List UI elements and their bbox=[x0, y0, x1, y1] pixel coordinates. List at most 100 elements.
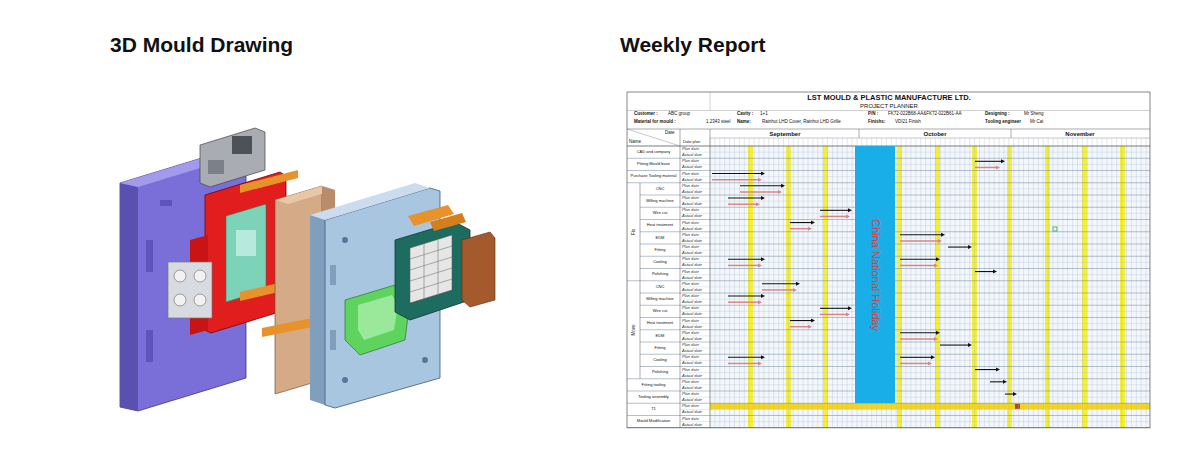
day-line bbox=[910, 138, 911, 428]
actual-arrow bbox=[712, 179, 759, 181]
actual-label: Actual date bbox=[682, 361, 702, 365]
plate-slot bbox=[330, 330, 336, 350]
day-line bbox=[1087, 138, 1088, 428]
field-label: Finishs: bbox=[868, 120, 885, 125]
field-value: FK72-022B68-AA&FK72-022B61-AA bbox=[888, 112, 962, 117]
arrow-head bbox=[811, 221, 815, 225]
field-value: 1.2343 steel bbox=[706, 120, 731, 125]
arrow-head bbox=[936, 257, 940, 261]
arrow-head bbox=[781, 184, 785, 188]
plate-hole bbox=[342, 237, 348, 243]
row-line bbox=[680, 299, 1150, 300]
day-line bbox=[744, 138, 745, 428]
row-line bbox=[640, 354, 1150, 355]
plan-arrow bbox=[900, 259, 937, 260]
actual-label: Actual date bbox=[682, 239, 702, 243]
day-line bbox=[1004, 138, 1005, 428]
back-plate-side bbox=[120, 183, 138, 411]
actual-label: Actual date bbox=[682, 423, 702, 427]
holiday-text: China National Holiday bbox=[870, 219, 881, 331]
plan-arrow bbox=[820, 308, 849, 309]
month-line bbox=[859, 129, 860, 138]
arrow-head bbox=[931, 355, 935, 359]
arrow-head bbox=[846, 214, 850, 218]
task-name: Heat treatment bbox=[641, 220, 679, 232]
day-line bbox=[920, 138, 921, 428]
task-name: EDM bbox=[641, 232, 679, 244]
insert-detail bbox=[236, 230, 256, 256]
day-line bbox=[1131, 138, 1132, 428]
valve-cluster bbox=[168, 262, 212, 318]
day-line bbox=[754, 138, 755, 428]
plan-label: Plan date bbox=[682, 306, 699, 310]
task-name: Milling machine bbox=[641, 293, 679, 305]
arrow-head bbox=[761, 294, 765, 298]
day-line bbox=[964, 138, 965, 428]
wedge-block bbox=[462, 232, 495, 307]
day-line bbox=[759, 138, 760, 428]
row-line bbox=[640, 305, 1150, 306]
row-line bbox=[640, 329, 1150, 330]
field-value: VDI21 Finish bbox=[895, 120, 921, 125]
arrow-head bbox=[758, 263, 762, 267]
task-name: Milling machine bbox=[641, 195, 679, 207]
plate-slot bbox=[146, 240, 153, 272]
ejector-plate bbox=[205, 172, 286, 333]
day-line bbox=[768, 138, 769, 428]
plan-label: Plan date bbox=[682, 233, 699, 237]
day-line bbox=[817, 138, 818, 428]
arrow-head bbox=[778, 190, 782, 194]
day-line bbox=[763, 138, 764, 428]
field-label: Material for mould : bbox=[634, 120, 676, 125]
field-value: 1+1 bbox=[760, 112, 768, 117]
valve bbox=[174, 270, 186, 282]
day-line bbox=[1126, 138, 1127, 428]
day-line bbox=[930, 138, 931, 428]
row-line bbox=[680, 274, 1150, 275]
day-line bbox=[925, 138, 926, 428]
plan-label: Plan date bbox=[682, 368, 699, 372]
arrow-head bbox=[848, 306, 852, 310]
task-name: Wire cut bbox=[641, 207, 679, 219]
row-line bbox=[640, 256, 1150, 257]
actual-label: Actual date bbox=[682, 165, 702, 169]
arrow-head bbox=[793, 288, 797, 292]
arrow-head bbox=[761, 172, 765, 176]
row-line bbox=[640, 195, 1150, 196]
day-line bbox=[896, 138, 897, 428]
slider-block bbox=[395, 222, 470, 320]
field-label: Designing : bbox=[985, 112, 1010, 117]
actual-arrow bbox=[900, 338, 935, 340]
actual-arrow bbox=[900, 363, 929, 365]
plan-label: Plan date bbox=[682, 196, 699, 200]
actual-label: Actual date bbox=[682, 214, 702, 218]
plan-label: Plan date bbox=[682, 257, 699, 261]
slider-fins bbox=[410, 235, 452, 303]
plan-label: Plan date bbox=[682, 159, 699, 163]
company-name: LST MOULD & PLASTIC MANUFACTURE LTD. bbox=[807, 94, 971, 102]
day-line bbox=[724, 138, 725, 428]
actual-label: Actual date bbox=[682, 178, 702, 182]
row-line bbox=[640, 219, 1150, 220]
plan-arrow bbox=[728, 259, 762, 260]
day-line bbox=[979, 138, 980, 428]
day-line bbox=[842, 138, 843, 428]
row-line bbox=[680, 225, 1150, 226]
group-label: Fix bbox=[631, 229, 636, 235]
plan-label: Plan date bbox=[682, 270, 699, 274]
plan-arrow bbox=[762, 283, 797, 284]
day-line bbox=[969, 138, 970, 428]
plate-hole bbox=[422, 357, 428, 363]
task-name: Heat treatment bbox=[641, 318, 679, 330]
row-line bbox=[680, 237, 1150, 238]
day-line bbox=[989, 138, 990, 428]
plan-arrow bbox=[740, 185, 782, 186]
day-line bbox=[901, 138, 902, 428]
guide-pin bbox=[240, 170, 298, 193]
arrow-head bbox=[758, 300, 762, 304]
actual-arrow bbox=[762, 289, 794, 291]
day-line bbox=[1023, 138, 1024, 428]
day-line bbox=[1062, 138, 1063, 428]
field-label: Tooling engineer bbox=[985, 120, 1021, 125]
day-line bbox=[1053, 138, 1054, 428]
